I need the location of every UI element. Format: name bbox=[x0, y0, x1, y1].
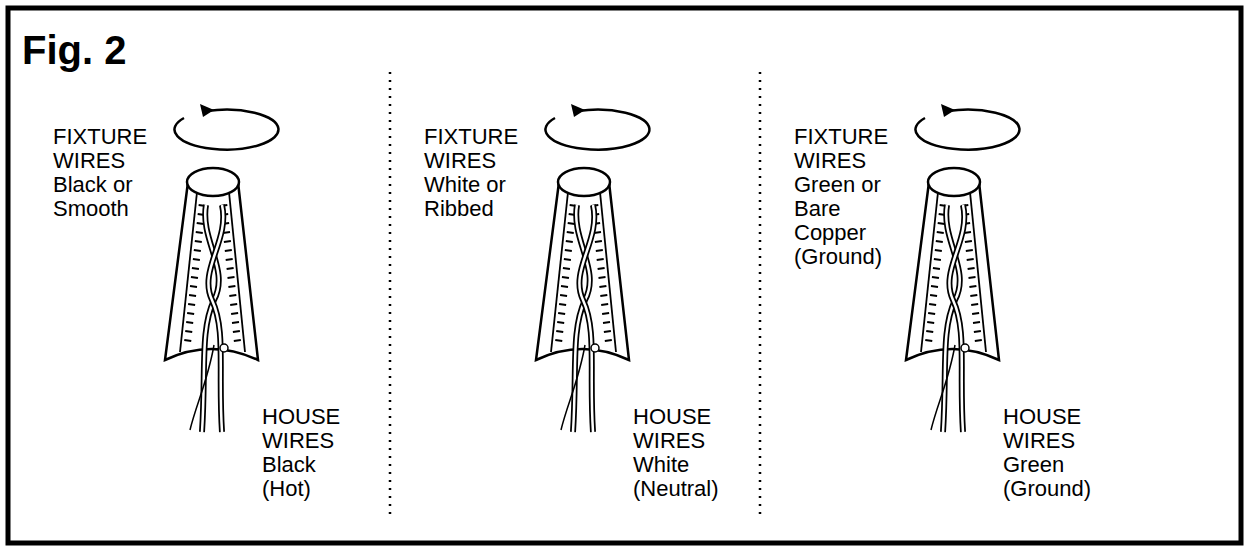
house-wires-label: HOUSE WIRES bbox=[633, 405, 733, 453]
fixture-wires-label: FIXTURE WIRES bbox=[424, 125, 542, 173]
fixture-wires-label: FIXTURE WIRES bbox=[53, 125, 171, 173]
house-wire-color: Black (Hot) bbox=[262, 453, 340, 501]
fixture-wire-color: Black or Smooth bbox=[53, 173, 149, 221]
house-wires-label: HOUSE WIRES bbox=[1003, 405, 1103, 453]
figure-title: Fig. 2 bbox=[22, 28, 126, 72]
house-wires-label: HOUSE WIRES bbox=[262, 405, 362, 453]
house-wire-color: White (Neutral) bbox=[633, 453, 737, 501]
fixture-wires-label: FIXTURE WIRES bbox=[794, 125, 912, 173]
fixture-wire-color: Green or Bare Copper (Ground) bbox=[794, 173, 898, 269]
fixture-wire-color: White or Ribbed bbox=[424, 173, 520, 221]
house-wire-color: Green (Ground) bbox=[1003, 453, 1107, 501]
